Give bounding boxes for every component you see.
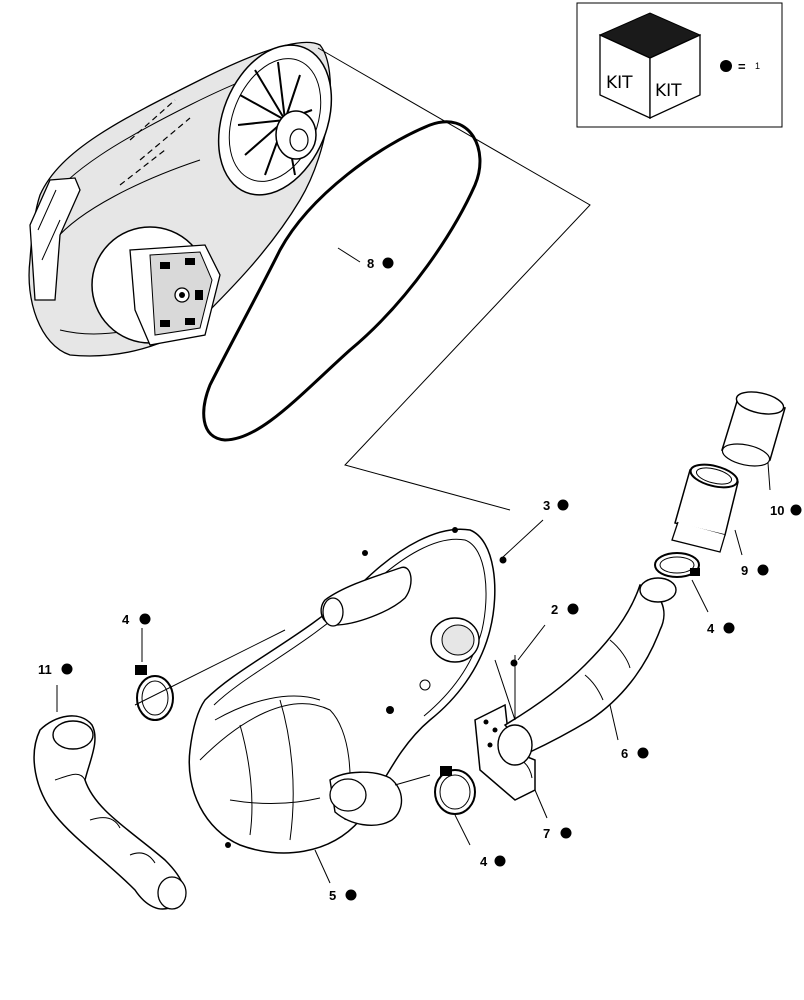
callout-11-dot-icon (61, 663, 73, 675)
screw-3 (499, 556, 507, 564)
screw-2 (510, 659, 518, 667)
callout-3-dot-icon (557, 499, 569, 511)
callout-7-number: 7 (543, 826, 550, 841)
callout-9-number: 9 (741, 563, 748, 578)
callout-3: 3 (543, 498, 569, 513)
callout-2-number: 2 (551, 602, 558, 617)
callout-6: 6 (621, 746, 649, 761)
callout-10: 10 (770, 503, 802, 518)
callout-8-number: 8 (367, 256, 374, 271)
filter-cap (721, 391, 786, 467)
callout-9-dot-icon (757, 564, 769, 576)
transmission-housing (28, 41, 333, 357)
clamp-bottom (434, 766, 476, 815)
callout-11: 11 (38, 662, 73, 677)
kit-label-left: KIT (606, 73, 633, 93)
callout-3-number: 3 (543, 498, 550, 513)
drive-pulley (217, 44, 333, 196)
callout-4-top-right: 4 (707, 621, 735, 636)
callout-4-bottom-number: 4 (480, 854, 488, 869)
callout-5-number: 5 (329, 888, 336, 903)
callout-8: 8 (367, 256, 394, 271)
callout-8-dot-icon (382, 257, 394, 269)
callout-2: 2 (551, 602, 579, 617)
callout-4-top-right-dot-icon (723, 622, 735, 634)
reference-lines-upper (317, 47, 591, 511)
kit-legend: KIT KIT = 1 (576, 2, 783, 128)
callout-4-top-right-number: 4 (707, 621, 715, 636)
driven-pulley (91, 226, 221, 346)
callout-11-number: 11 (38, 662, 52, 677)
callout-5: 5 (329, 888, 357, 903)
callout-6-number: 6 (621, 746, 628, 761)
callout-9: 9 (741, 563, 769, 578)
filter-element (671, 463, 739, 553)
cover (188, 527, 496, 854)
clamp-left (135, 665, 174, 721)
kit-label-right: KIT (655, 81, 682, 101)
callout-4-bottom-dot-icon (494, 855, 506, 867)
callout-4-left: 4 (122, 612, 151, 627)
callout-5-dot-icon (345, 889, 357, 901)
callout-4-bottom: 4 (480, 854, 506, 869)
callout-7: 7 (543, 826, 572, 841)
callout-4-left-dot-icon (139, 613, 151, 625)
drive-belt (202, 120, 482, 442)
duct (497, 577, 677, 766)
callout-7-dot-icon (560, 827, 572, 839)
callout-10-dot-icon (790, 504, 802, 516)
callout-6-dot-icon (637, 747, 649, 759)
kit-count: 1 (755, 61, 760, 71)
elbow-hose (33, 715, 187, 910)
callout-2-dot-icon (567, 603, 579, 615)
kit-dot-icon (720, 60, 732, 72)
clamp-top-right (654, 552, 700, 578)
leader-lines (56, 462, 771, 884)
kit-box-icon: KIT KIT (598, 12, 702, 120)
callout-10-number: 10 (770, 503, 784, 518)
kit-equals: = (738, 59, 746, 74)
callout-4-left-number: 4 (122, 612, 130, 627)
